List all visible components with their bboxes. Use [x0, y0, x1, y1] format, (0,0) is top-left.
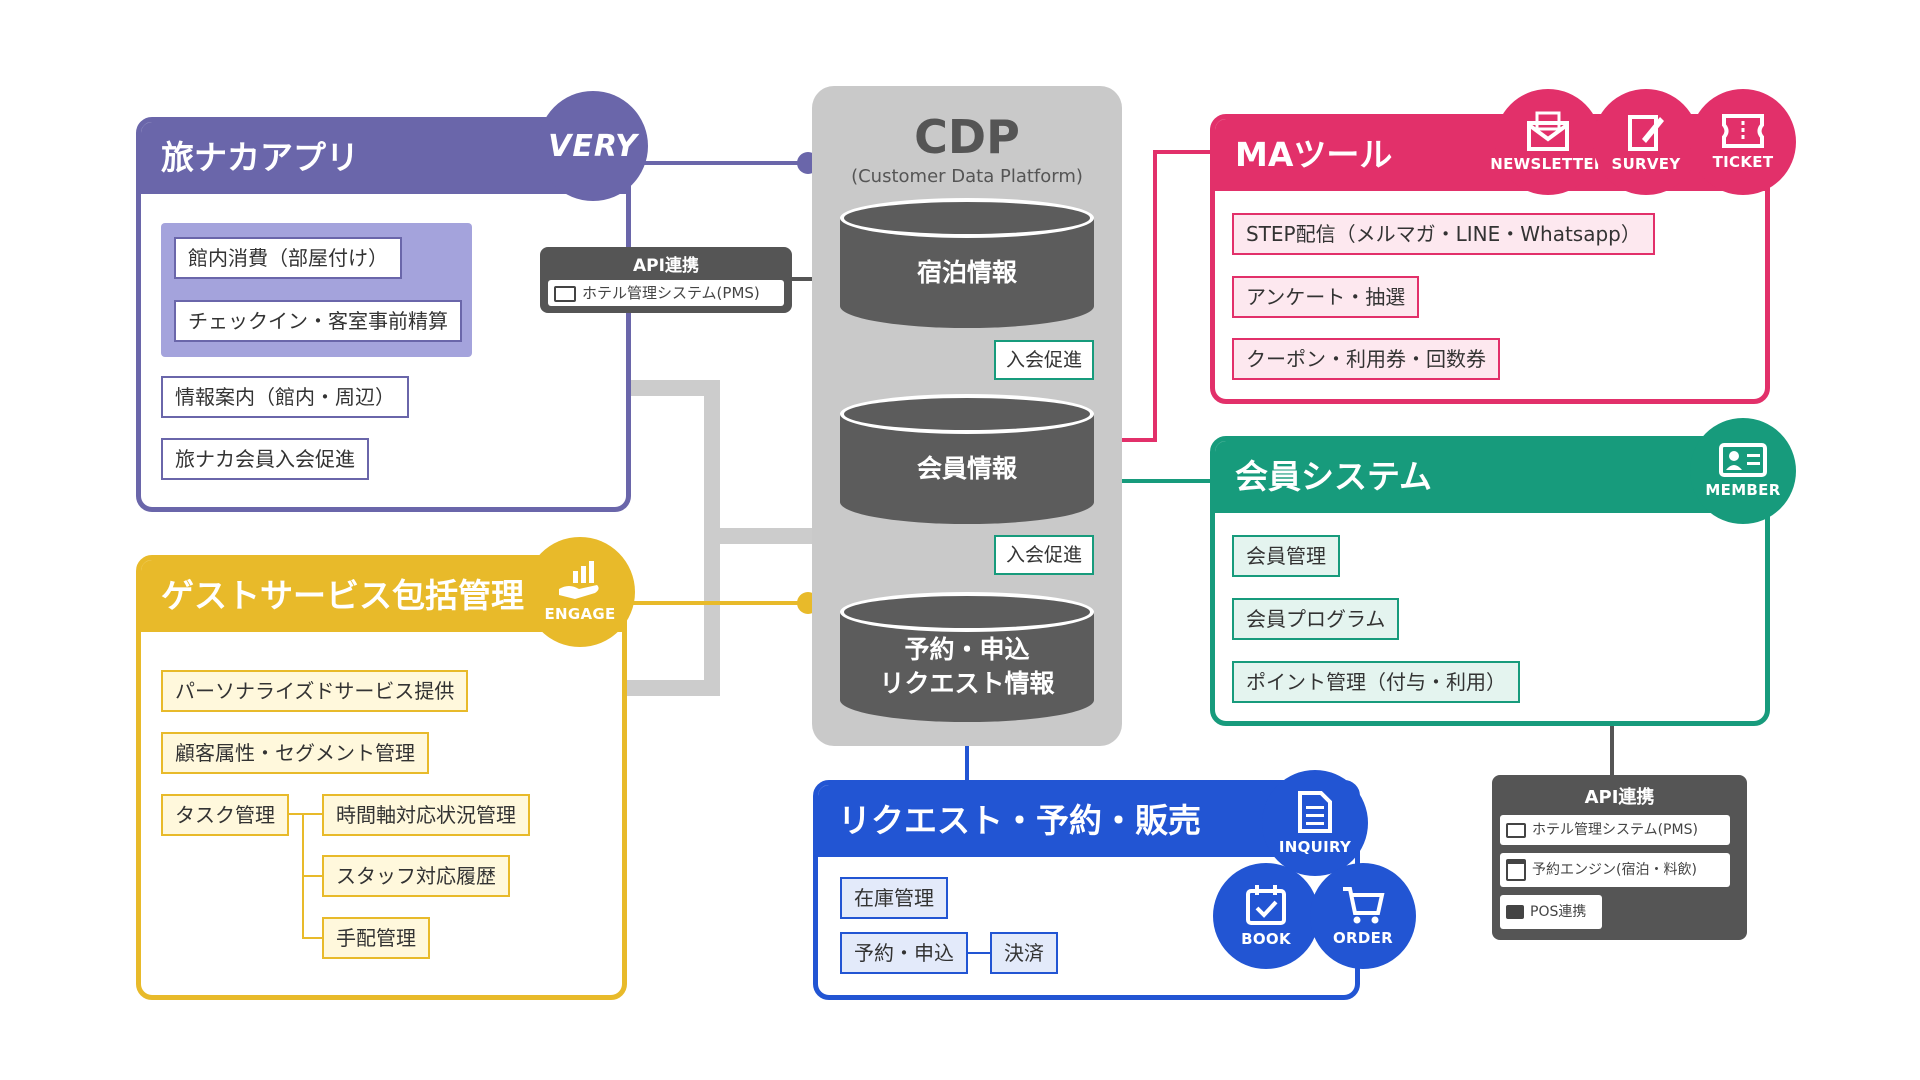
- guest-item-personalized: パーソナライズドサービス提供: [161, 670, 469, 712]
- member-database-top: [840, 394, 1094, 434]
- inquiry-badge-label: INQUIRY: [1278, 838, 1352, 856]
- inquiry-badge: INQUIRY: [1262, 770, 1368, 876]
- book-badge: BOOK: [1213, 863, 1319, 969]
- ticket-badge: TICKET: [1690, 89, 1796, 195]
- order-badge-label: ORDER: [1332, 929, 1394, 947]
- engage-icon: [559, 561, 599, 599]
- survey-badge: SURVEY: [1593, 89, 1699, 195]
- member-item-management: 会員管理: [1232, 535, 1340, 577]
- member-badge-label: MEMBER: [1705, 481, 1781, 499]
- request-item-booking: 予約・申込: [840, 932, 968, 974]
- survey-icon: [1628, 115, 1664, 151]
- inquiry-icon: [1298, 791, 1332, 833]
- guest-item-segment: 顧客属性・セグメント管理: [161, 732, 429, 774]
- guest-item-staff-history: スタッフ対応履歴: [322, 855, 510, 897]
- member-item-points: ポイント管理（付与・利用）: [1232, 661, 1520, 703]
- very-logo-text: VERY: [548, 128, 638, 164]
- api-right-box: API連携 ホテル管理システム(PMS) 予約エンジン(宿泊・料飲) POS連携: [1492, 775, 1747, 940]
- book-calendar-icon: [1246, 885, 1286, 925]
- request-item-payment: 決済: [990, 932, 1058, 974]
- api-mid-system-row: ホテル管理システム(PMS): [548, 280, 784, 306]
- book-badge-label: BOOK: [1241, 930, 1291, 948]
- guest-item-arrangement: 手配管理: [322, 917, 430, 959]
- order-cart-icon: [1343, 887, 1385, 924]
- guest-item-task: タスク管理: [161, 794, 289, 836]
- engage-badge-label: ENGAGE: [544, 605, 616, 623]
- newsletter-badge-label: NEWSLETTER: [1490, 155, 1606, 173]
- member-badge: MEMBER: [1690, 418, 1796, 524]
- cdp-subtitle: (Customer Data Platform): [851, 166, 1083, 187]
- api-right-title: API連携: [1584, 787, 1655, 808]
- lodging-database: 宿泊情報: [840, 198, 1094, 328]
- calendar-icon: [1506, 859, 1526, 881]
- api-mid-system-label: ホテル管理システム(PMS): [582, 284, 760, 302]
- ma-item-step: STEP配信（メルマガ・LINE・Whatsapp）: [1232, 213, 1655, 255]
- app-item-info: 情報案内（館内・周辺）: [161, 376, 409, 418]
- app-item-room-charge: 館内消費（部屋付け）: [174, 237, 402, 279]
- api-mid-box: API連携 ホテル管理システム(PMS): [540, 247, 792, 313]
- guest-item-timeline: 時間軸対応状況管理: [322, 794, 530, 836]
- member-item-program: 会員プログラム: [1232, 598, 1400, 640]
- lodging-database-top: [840, 198, 1094, 238]
- request-item-inventory: 在庫管理: [840, 877, 948, 919]
- request-database-line1: 予約・申込: [904, 635, 1030, 664]
- pms-icon: [554, 285, 576, 302]
- ticket-badge-label: TICKET: [1712, 153, 1774, 171]
- app-item-membership: 旅ナカ会員入会促進: [161, 438, 369, 480]
- api-right-row-booking-engine: 予約エンジン(宿泊・料飲): [1500, 853, 1730, 887]
- member-panel-title: 会員システム: [1215, 441, 1765, 513]
- request-database-top: [840, 592, 1094, 632]
- request-database: 予約・申込 リクエスト情報: [840, 592, 1094, 722]
- very-logo-badge: VERY: [538, 91, 648, 201]
- engage-badge: ENGAGE: [525, 537, 635, 647]
- promo-label-bottom: 入会促進: [994, 535, 1095, 575]
- cdp-title: CDP: [914, 110, 1020, 164]
- api-right-row-pms: ホテル管理システム(PMS): [1500, 815, 1730, 845]
- survey-badge-label: SURVEY: [1611, 155, 1681, 173]
- api-right-pms-label: ホテル管理システム(PMS): [1532, 822, 1698, 838]
- api-right-row-pos: POS連携: [1500, 895, 1602, 929]
- promo-label-top: 入会促進: [994, 340, 1095, 380]
- newsletter-icon: [1527, 111, 1569, 151]
- ma-item-coupon: クーポン・利用券・回数券: [1232, 338, 1500, 380]
- ticket-icon: [1722, 114, 1764, 148]
- member-card-icon: [1719, 443, 1767, 477]
- api-right-booking-engine-label: 予約エンジン(宿泊・料飲): [1532, 862, 1697, 878]
- app-item-checkin: チェックイン・客室事前精算: [174, 300, 462, 342]
- newsletter-badge: NEWSLETTER: [1490, 89, 1605, 195]
- request-database-line2: リクエスト情報: [879, 669, 1055, 698]
- ma-item-survey: アンケート・抽選: [1232, 276, 1420, 318]
- pos-register-icon: [1506, 905, 1524, 919]
- api-mid-title: API連携: [633, 256, 699, 276]
- request-panel-title: リクエスト・予約・販売: [818, 785, 1355, 857]
- pms-icon: [1506, 822, 1526, 838]
- api-right-pos-label: POS連携: [1530, 904, 1587, 920]
- member-database: 会員情報: [840, 394, 1094, 524]
- order-badge: ORDER: [1310, 863, 1416, 969]
